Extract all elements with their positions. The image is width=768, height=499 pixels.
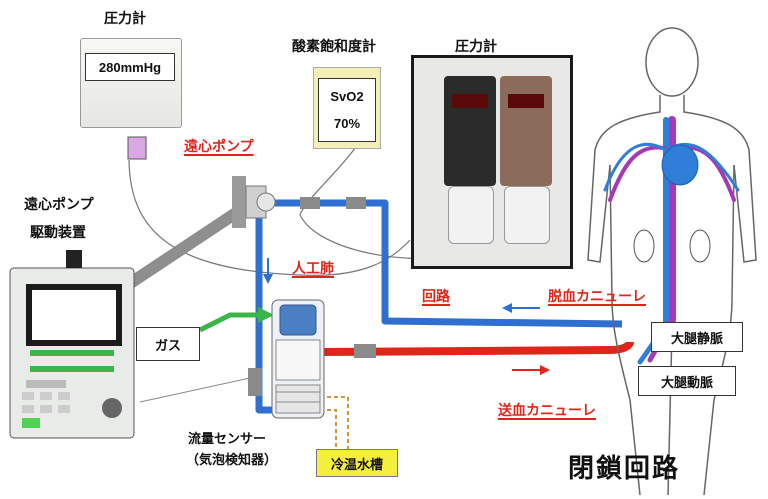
- pump-drive-arm: [116, 200, 252, 295]
- connector-3: [354, 344, 376, 358]
- oxygenator-label: 人工肺: [292, 261, 334, 277]
- heater-line-1: [320, 396, 349, 450]
- svo2-display: SvO2 70%: [318, 78, 376, 142]
- femoral-vein-label: 大腿静脈: [651, 322, 743, 352]
- gas-line: [198, 312, 262, 333]
- flow-sensor-label-1: 流量センサー: [188, 432, 267, 447]
- connector-5: [127, 136, 147, 160]
- pressure-monitor-title: 圧力計: [455, 39, 497, 55]
- gas-label: ガス: [136, 327, 200, 361]
- pressure-value: 280mmHg: [85, 53, 175, 81]
- pump-driver-label-2: 駆動装置: [30, 225, 86, 241]
- centrifugal-pump: [232, 176, 276, 228]
- return-cannula-label: 送血カニューレ: [498, 403, 596, 419]
- femoral-artery-label: 大腿動脈: [638, 366, 736, 396]
- pressure-gauge-title: 圧力計: [104, 11, 146, 27]
- circuit-label: 回路: [422, 289, 450, 305]
- svo2-meter: SvO2 70%: [313, 67, 381, 149]
- connector-2: [346, 197, 366, 209]
- centrifugal-pump-label: 遠心ポンプ: [184, 139, 254, 155]
- svo2-wire: [299, 147, 441, 260]
- gas-arrow-head: [258, 307, 274, 323]
- svo2-label: SvO2: [330, 89, 364, 104]
- svo2-title: 酸素飽和度計: [292, 39, 376, 55]
- sensor-wire: [139, 377, 251, 403]
- svo2-value: 70%: [333, 116, 361, 131]
- monitor-unit-right: [500, 76, 552, 186]
- pump-driver-label-1: 遠心ポンプ: [24, 197, 94, 213]
- arterial-line: [319, 341, 634, 356]
- heater-line-2: [320, 409, 337, 450]
- heater-cooler-label: 冷温水槽: [316, 449, 398, 477]
- connector-1: [300, 197, 320, 209]
- pressure-monitor-photo: [411, 55, 573, 269]
- connector-4: [248, 368, 262, 396]
- pressure-gauge-body: 280mmHg: [80, 38, 182, 128]
- closed-circuit-title: 閉鎖回路: [568, 454, 681, 484]
- oxygenator-device: [271, 299, 325, 419]
- pump-driver-console: [9, 250, 135, 439]
- monitor-unit-left: [444, 76, 496, 186]
- flow-sensor-label-2: （気泡検知器）: [186, 453, 278, 468]
- drainage-cannula-label: 脱血カニューレ: [548, 289, 646, 305]
